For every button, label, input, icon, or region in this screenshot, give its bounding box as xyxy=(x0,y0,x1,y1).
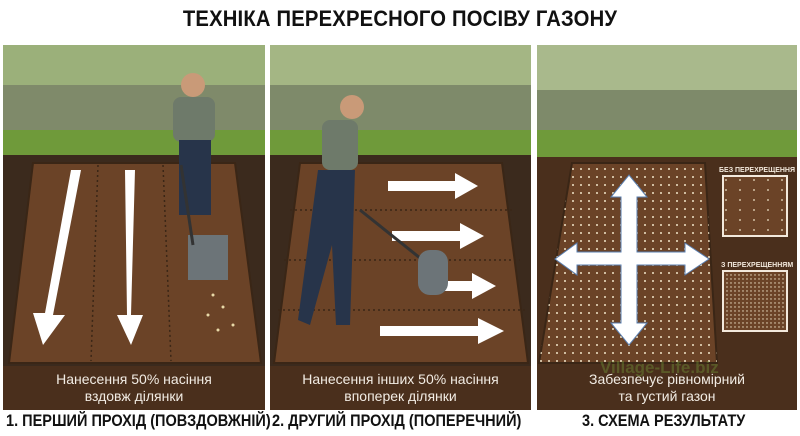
caption-line: впоперек ділянки xyxy=(344,388,457,404)
caption-line: та густий газон xyxy=(618,388,716,404)
page-title: ТЕХНІКА ПЕРЕХРЕСНОГО ПОСІВУ ГАЗОНУ xyxy=(182,6,618,31)
inset-label-without: БЕЗ ПЕРЕХРЕЩЕННЯ xyxy=(719,167,796,174)
spreader xyxy=(188,235,228,280)
panel-result-scheme: БЕЗ ПЕРЕХРЕЩЕННЯ З ПЕРЕХРЕЩЕННЯМ Забезпе… xyxy=(537,45,797,410)
arrow-right-icon xyxy=(380,173,504,344)
panel-first-pass: Нанесення 50% насіння вздовж ділянки xyxy=(3,45,265,410)
watermark: Village-Life.biz xyxy=(600,358,719,377)
panel-label-second: 2. ДРУГИЙ ПРОХІД (ПОПЕРЕЧНИЙ) xyxy=(272,412,522,430)
panel-second-pass: Нанесення інших 50% насіння впоперек діл… xyxy=(270,45,531,410)
caption: Нанесення 50% насіння вздовж ділянки xyxy=(3,366,265,410)
person-rolling xyxy=(298,95,448,325)
panel-label-result: 3. СХЕМА РЕЗУЛЬТАТУ xyxy=(582,412,746,430)
caption-line: Нанесення інших 50% насіння xyxy=(302,371,499,387)
inset-label-with: З ПЕРЕХРЕЩЕННЯМ xyxy=(721,262,794,269)
caption: Нанесення інших 50% насіння впоперек діл… xyxy=(270,366,531,410)
roller xyxy=(418,250,448,295)
scene-result xyxy=(537,45,797,410)
caption-line: вздовж ділянки xyxy=(84,388,184,404)
person-sowing xyxy=(173,73,228,280)
scene-first-pass xyxy=(3,45,265,410)
four-way-arrow-icon xyxy=(554,174,710,346)
caption: Забезпечує рівномірний та густий газон xyxy=(537,366,797,410)
scene-second-pass xyxy=(270,45,531,410)
caption-line: Забезпечує рівномірний xyxy=(589,371,745,387)
caption-line: Нанесення 50% насіння xyxy=(56,371,212,387)
arrow-down-icon xyxy=(33,170,143,345)
panel-label-first: 1. ПЕРШИЙ ПРОХІД (ПОВЗДОВЖНІЙ) xyxy=(6,412,271,430)
